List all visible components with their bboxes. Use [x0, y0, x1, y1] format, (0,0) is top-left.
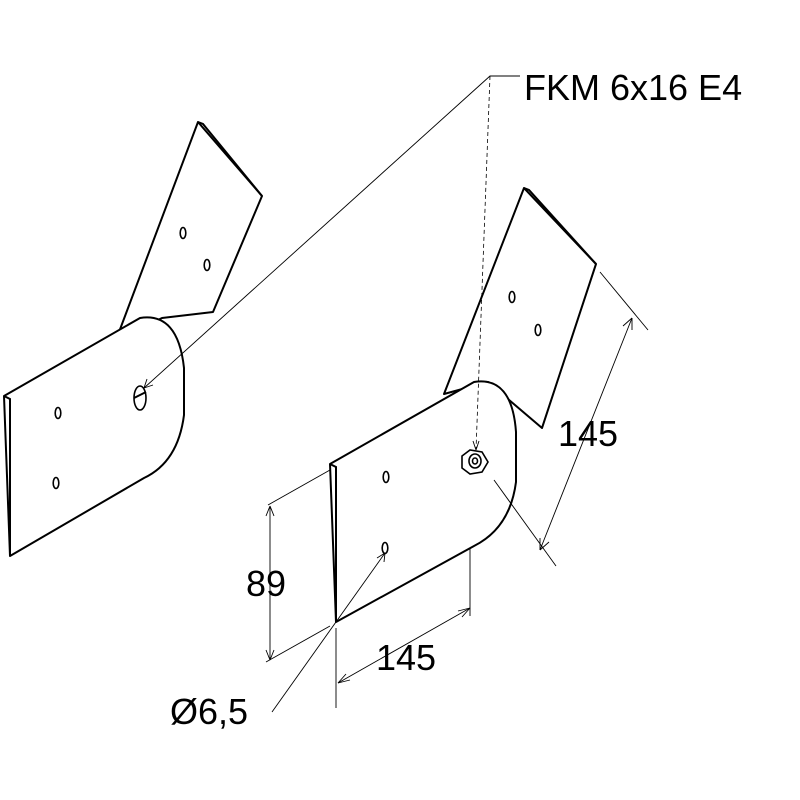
right-lower-hole-2	[381, 541, 389, 555]
left-upper-plate	[115, 121, 263, 341]
right-connector	[329, 187, 597, 623]
arm-dimension-label: 145	[558, 413, 618, 454]
height-dimension-label: 89	[246, 563, 286, 604]
right-pivot-nut	[461, 449, 489, 475]
hole-diameter-label: Ø6,5	[170, 691, 248, 732]
right-lower-hole-1	[382, 470, 390, 484]
left-lower-hole-2	[52, 476, 60, 490]
left-pivot-slot	[133, 391, 147, 399]
right-upper-hole-2	[534, 323, 542, 337]
left-upper-hole-2	[203, 258, 211, 272]
arm-dimension	[493, 271, 649, 567]
screw-label: FKM 6x16 E4	[524, 67, 742, 108]
right-lower-plate	[329, 380, 517, 623]
screw-leader	[143, 75, 520, 451]
left-lower-plate	[3, 316, 185, 557]
width-dimension	[335, 548, 471, 708]
right-upper-hole-1	[508, 290, 516, 304]
left-lower-plate-thickness	[3, 395, 11, 556]
left-upper-hole-1	[179, 226, 187, 240]
left-lower-hole-1	[54, 406, 62, 420]
right-upper-plate-thickness	[523, 187, 597, 265]
height-dimension	[265, 469, 331, 663]
width-dimension-label: 145	[376, 637, 436, 678]
left-connector	[3, 121, 263, 557]
right-lower-plate-thickness	[329, 463, 337, 622]
hole-leader	[271, 552, 386, 713]
left-upper-plate-thickness	[197, 121, 263, 197]
